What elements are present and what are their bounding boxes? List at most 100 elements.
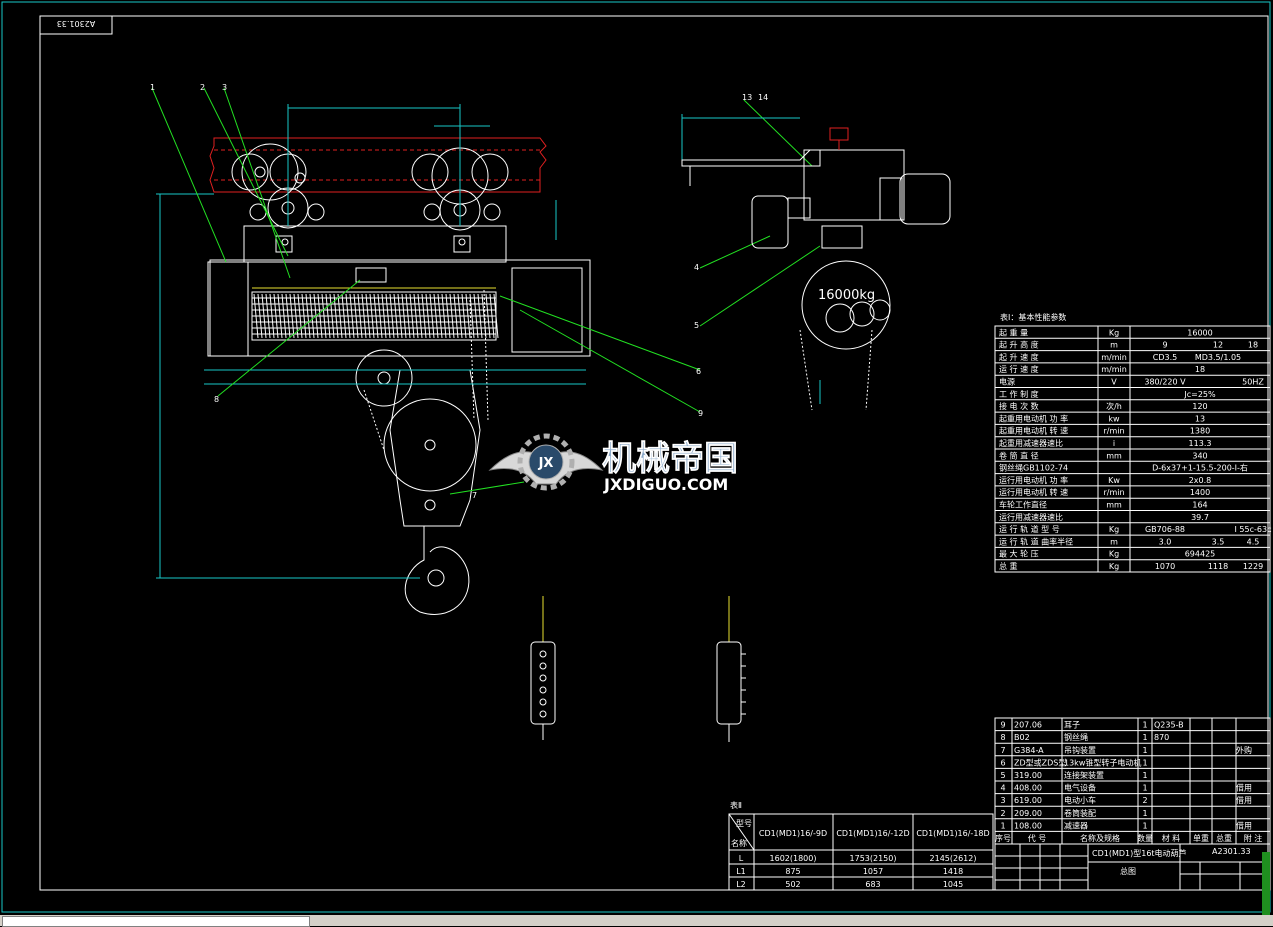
parts-cell: 1 bbox=[1142, 784, 1147, 793]
table-2-col: CD1(MD1)16/-12D bbox=[836, 829, 909, 838]
table-1-param: 运行用减速器速比 bbox=[999, 512, 1063, 522]
table-1-row: 运 行 轨 道 型 号 Kg GB706-88 Ⅰ 55c-63c bbox=[999, 524, 1271, 534]
table-1-unit: Kg bbox=[1109, 525, 1119, 534]
model-tab[interactable] bbox=[2, 916, 310, 927]
table-1-title: 表Ⅰ：基本性能参数 bbox=[1000, 312, 1066, 322]
parts-cell: 卷筒装配 bbox=[1064, 808, 1096, 818]
parts-cell: 借用 bbox=[1236, 820, 1252, 830]
table-1-value: 1070 bbox=[1155, 562, 1175, 571]
trolley-wheels-left bbox=[231, 143, 325, 229]
title-drawing-no: A2301.33 bbox=[1212, 847, 1251, 856]
parts-cell: 电气设备 bbox=[1064, 783, 1096, 793]
number-stamp: A2301.33 bbox=[57, 19, 96, 28]
callout-4: 4 bbox=[694, 263, 699, 272]
table-1-value: 340 bbox=[1192, 451, 1207, 460]
rope-drum bbox=[251, 291, 499, 341]
callout-6: 6 bbox=[696, 367, 701, 376]
table-1-unit: 次/h bbox=[1106, 401, 1122, 411]
table-1-unit: r/min bbox=[1103, 427, 1124, 436]
table-1-unit: Kg bbox=[1109, 328, 1119, 337]
parts-cell: 1 bbox=[1142, 809, 1147, 818]
parts-cell: 1 bbox=[1000, 821, 1005, 830]
table-1-unit: mm bbox=[1106, 451, 1122, 460]
callout-3: 3 bbox=[222, 83, 227, 92]
parts-cell: 附 注 bbox=[1244, 833, 1263, 843]
title-product: CD1(MD1)型16t电动葫芦 bbox=[1092, 848, 1187, 858]
table-1-unit: m bbox=[1110, 341, 1118, 350]
parts-cell: 8 bbox=[1000, 733, 1005, 742]
table-1-unit: i bbox=[1113, 439, 1115, 448]
table-1-row: 起重用减速器速比 i 113.3 bbox=[999, 438, 1211, 448]
parts-cell: B02 bbox=[1014, 733, 1030, 742]
table-1-value: 3.0 bbox=[1159, 537, 1172, 546]
parts-cell: 108.00 bbox=[1014, 821, 1042, 830]
table-1-value: 694425 bbox=[1185, 550, 1216, 559]
table-1-value: 16000 bbox=[1187, 328, 1212, 337]
table-1-param: 起 升 高 度 bbox=[999, 340, 1039, 350]
table-1-value: 50HZ bbox=[1242, 378, 1264, 387]
watermark-url: JXDIGUO.COM bbox=[603, 475, 728, 494]
parts-cell: 耳子 bbox=[1064, 721, 1080, 730]
table-1-unit: kw bbox=[1108, 414, 1120, 423]
parts-cell: 13kw锥型转子电动机 bbox=[1064, 757, 1141, 767]
parts-cell: G384-A bbox=[1014, 746, 1044, 755]
table-2-cell: 875 bbox=[785, 867, 800, 876]
table-1-unit: m/min bbox=[1101, 365, 1127, 374]
parts-cell: ZD型或ZDS型 bbox=[1014, 757, 1066, 767]
capacity-label: 16000kg bbox=[818, 288, 875, 303]
table-1-param: 接 电 次 数 bbox=[999, 401, 1039, 411]
table-1-unit: m/min bbox=[1101, 353, 1127, 362]
parts-cell: 1 bbox=[1142, 721, 1147, 730]
parts-cell: 钢丝绳 bbox=[1064, 732, 1088, 742]
parts-cell: 1 bbox=[1142, 771, 1147, 780]
leader-lines bbox=[151, 87, 821, 495]
table-1-value: 18 bbox=[1195, 365, 1205, 374]
parts-cell: 代 号 bbox=[1028, 833, 1047, 843]
table-1-unit: Kw bbox=[1108, 476, 1120, 485]
parts-cell: 1 bbox=[1142, 821, 1147, 830]
table-1-value: 12 bbox=[1213, 341, 1223, 350]
parts-cell: 9 bbox=[1000, 721, 1005, 730]
hoist-body bbox=[209, 259, 591, 357]
callout-8: 8 bbox=[214, 395, 219, 404]
callout-1: 1 bbox=[150, 83, 155, 92]
parts-cell: 7 bbox=[1000, 746, 1005, 755]
table-1-param: 运 行 速 度 bbox=[999, 364, 1039, 374]
table-1-value: 113.3 bbox=[1189, 439, 1212, 448]
table-1-value: 3.5 bbox=[1212, 537, 1225, 546]
parts-cell: 408.00 bbox=[1014, 784, 1042, 793]
table-1-value: 164 bbox=[1192, 501, 1207, 510]
table-2-cell: 1753(2150) bbox=[850, 854, 897, 863]
table-1-value: Ⅰ 55c-63c bbox=[1235, 525, 1272, 534]
table-1-param: 运 行 轨 道 型 号 bbox=[999, 524, 1060, 534]
number-stamp-box bbox=[39, 15, 113, 35]
table-1-param: 电源 bbox=[999, 377, 1015, 387]
scrollbar[interactable] bbox=[1262, 852, 1270, 915]
table-1-value: 39.7 bbox=[1191, 513, 1209, 522]
parts-cell: 3 bbox=[1000, 796, 1005, 805]
parts-cell: 总重 bbox=[1216, 833, 1232, 843]
table-2-corner-name: 名称 bbox=[731, 838, 747, 848]
table-1-param: 卷 筒 直 径 bbox=[999, 450, 1039, 460]
table-1-value: 1229 bbox=[1243, 562, 1263, 571]
title-block: CD1(MD1)型16t电动葫芦 总图 A2301.33 bbox=[994, 843, 1271, 891]
parts-cell: 1 bbox=[1142, 758, 1147, 767]
table-1-value: GB706-88 bbox=[1145, 525, 1185, 534]
rail bbox=[209, 137, 547, 193]
parts-cell: 2 bbox=[1142, 796, 1147, 805]
table-1-value: 120 bbox=[1192, 402, 1207, 411]
table-1-param: 起重用减速器速比 bbox=[999, 438, 1063, 448]
parts-cell: 连接架装置 bbox=[1064, 770, 1104, 780]
parts-cell: 电动小车 bbox=[1064, 795, 1096, 805]
